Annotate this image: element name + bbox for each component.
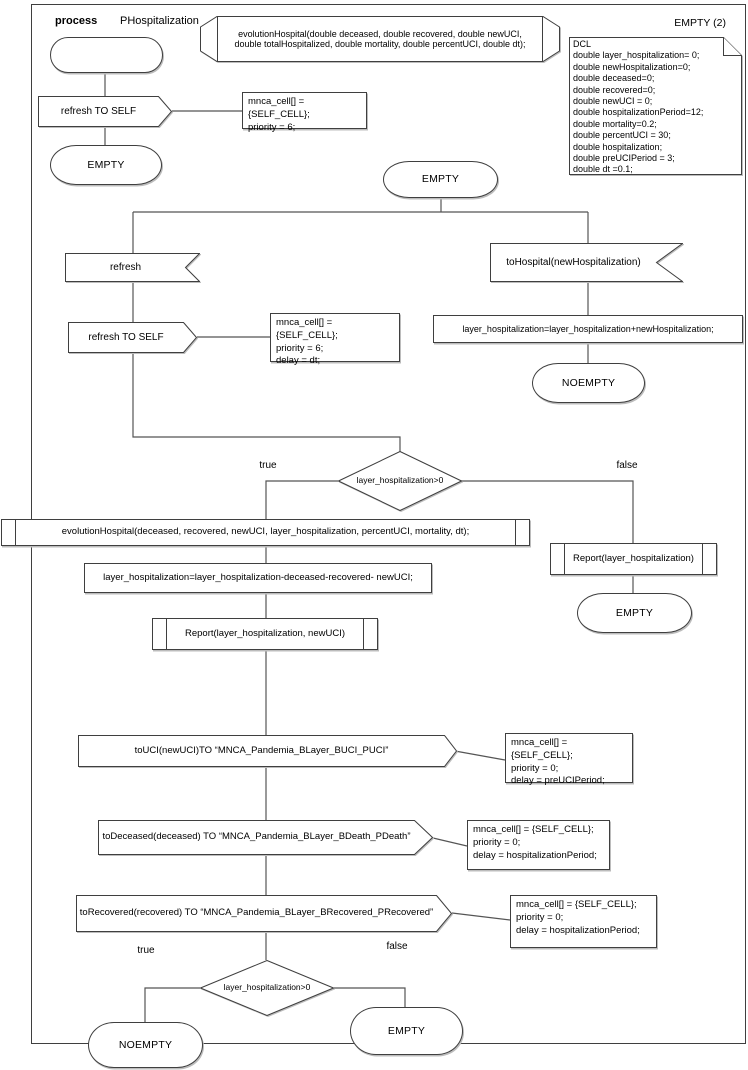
state-empty-initial: EMPTY bbox=[50, 145, 162, 185]
call-text: Report(layer_hospitalization, newUCI) bbox=[185, 627, 345, 639]
decision-layer-hospitalization-bottom: layer_hospitalization>0 bbox=[200, 960, 334, 1016]
procedure-call-bars bbox=[166, 619, 364, 649]
state-noempty-bottom: NOEMPTY bbox=[88, 1022, 203, 1068]
task-text: layer_hospitalization=layer_hospitalizat… bbox=[103, 571, 413, 583]
state-label: NOEMPTY bbox=[561, 376, 616, 389]
process-keyword: process bbox=[55, 15, 98, 27]
call-report-layer-newuci: Report(layer_hospitalization, newUCI) bbox=[152, 618, 378, 650]
input-refresh: refresh bbox=[65, 253, 200, 282]
call-report-layer: Report(layer_hospitalization) bbox=[550, 543, 717, 575]
output-signal-shape bbox=[98, 820, 433, 855]
send-refresh-to-self: refresh TO SELF bbox=[68, 322, 197, 353]
initial-send-params-text: mnca_cell[] = {SELF_CELL}; priority = 6; bbox=[248, 96, 310, 133]
state-label: EMPTY bbox=[87, 158, 125, 171]
dcl-declarations-note: DCL double layer_hospitalization= 0; dou… bbox=[569, 37, 742, 175]
state-label: EMPTY bbox=[615, 606, 654, 619]
instance-count-label: EMPTY (2) bbox=[674, 17, 726, 29]
decision-text: layer_hospitalization>0 bbox=[223, 982, 311, 993]
send-todeceased: toDeceased(deceased) TO “MNCA_Pandemia_B… bbox=[98, 820, 433, 855]
task-update-layer-hospitalization: layer_hospitalization=layer_hospitalizat… bbox=[84, 563, 432, 593]
send-label: refresh TO SELF bbox=[88, 331, 164, 343]
process-name: PHospitalization bbox=[120, 15, 199, 27]
call-text: Report(layer_hospitalization) bbox=[573, 552, 694, 564]
call-evolution-hospital: evolutionHospital(deceased, recovered, n… bbox=[1, 519, 530, 546]
state-label: NOEMPTY bbox=[118, 1038, 173, 1051]
diamond-shape bbox=[338, 451, 462, 511]
branch-label-true-bottom: true bbox=[137, 945, 155, 956]
send-label: toRecovered(recovered) TO “MNCA_Pandemia… bbox=[79, 907, 434, 919]
input-label: refresh bbox=[109, 261, 142, 273]
octagon-note-shape bbox=[200, 16, 560, 62]
task-add-new-hospitalization: layer_hospitalization=layer_hospitalizat… bbox=[433, 315, 743, 343]
branch-label-false-bottom: false bbox=[386, 941, 408, 952]
output-signal-shape bbox=[38, 96, 172, 127]
torecovered-params-note: mnca_cell[] = {SELF_CELL}; priority = 0;… bbox=[510, 895, 657, 948]
send-torecovered: toRecovered(recovered) TO “MNCA_Pandemia… bbox=[76, 895, 452, 932]
send-touci: toUCI(newUCI)TO “MNCA_Pandemia_BLayer_BU… bbox=[78, 735, 457, 767]
state-label: EMPTY bbox=[387, 1024, 426, 1037]
branch-label-true-top: true bbox=[259, 460, 277, 471]
diamond-shape bbox=[200, 960, 334, 1016]
send-label: toUCI(newUCI)TO “MNCA_Pandemia_BLayer_BU… bbox=[134, 744, 389, 756]
task-text: layer_hospitalization=layer_hospitalizat… bbox=[462, 323, 714, 334]
send-label: toDeceased(deceased) TO “MNCA_Pandemia_B… bbox=[102, 831, 411, 843]
output-signal-shape bbox=[68, 322, 197, 353]
output-signal-shape bbox=[76, 895, 452, 932]
touci-params-text: mnca_cell[] = {SELF_CELL}; priority = 0;… bbox=[511, 737, 605, 787]
refresh-send-params-text: mnca_cell[] = {SELF_CELL}; priority = 6;… bbox=[276, 317, 338, 367]
input-signal-shape bbox=[490, 243, 683, 282]
state-label: EMPTY bbox=[421, 173, 460, 186]
decision-text: layer_hospitalization>0 bbox=[356, 475, 444, 486]
procedure-call-bars bbox=[15, 520, 516, 545]
send-refresh-to-self-initial: refresh TO SELF bbox=[38, 96, 172, 127]
call-text: evolutionHospital(deceased, recovered, n… bbox=[61, 526, 470, 538]
state-empty-bottom: EMPTY bbox=[350, 1007, 463, 1055]
send-label: refresh TO SELF bbox=[60, 105, 137, 117]
initial-send-params-note: mnca_cell[] = {SELF_CELL}; priority = 6; bbox=[242, 92, 367, 133]
procedure-call-bars bbox=[564, 544, 703, 574]
state-noempty-right: NOEMPTY bbox=[532, 363, 645, 403]
output-signal-shape bbox=[78, 735, 457, 767]
dcl-declarations-text: DCL double layer_hospitalization= 0; dou… bbox=[573, 39, 704, 175]
state-empty-main: EMPTY bbox=[383, 161, 498, 198]
state-empty-false-branch: EMPTY bbox=[577, 593, 692, 633]
decision-layer-hospitalization-top: layer_hospitalization>0 bbox=[338, 451, 462, 511]
start-symbol bbox=[50, 37, 163, 73]
refresh-send-params-note: mnca_cell[] = {SELF_CELL}; priority = 6;… bbox=[270, 313, 400, 367]
todeceased-params-text: mnca_cell[] = {SELF_CELL}; priority = 0;… bbox=[473, 824, 597, 861]
input-tohospital: toHospital(newHospitalization) bbox=[490, 243, 683, 282]
dogear-note-shape bbox=[569, 37, 742, 175]
procedure-signature-note: evolutionHospital(double deceased, doubl… bbox=[200, 16, 560, 62]
procedure-signature-text: evolutionHospital(double deceased, doubl… bbox=[234, 28, 526, 49]
input-signal-shape bbox=[65, 253, 200, 282]
torecovered-params-text: mnca_cell[] = {SELF_CELL}; priority = 0;… bbox=[516, 899, 640, 936]
branch-label-false-top: false bbox=[616, 460, 638, 471]
touci-params-note: mnca_cell[] = {SELF_CELL}; priority = 0;… bbox=[505, 733, 633, 787]
input-label: toHospital(newHospitalization) bbox=[506, 256, 641, 268]
todeceased-params-note: mnca_cell[] = {SELF_CELL}; priority = 0;… bbox=[467, 820, 610, 870]
